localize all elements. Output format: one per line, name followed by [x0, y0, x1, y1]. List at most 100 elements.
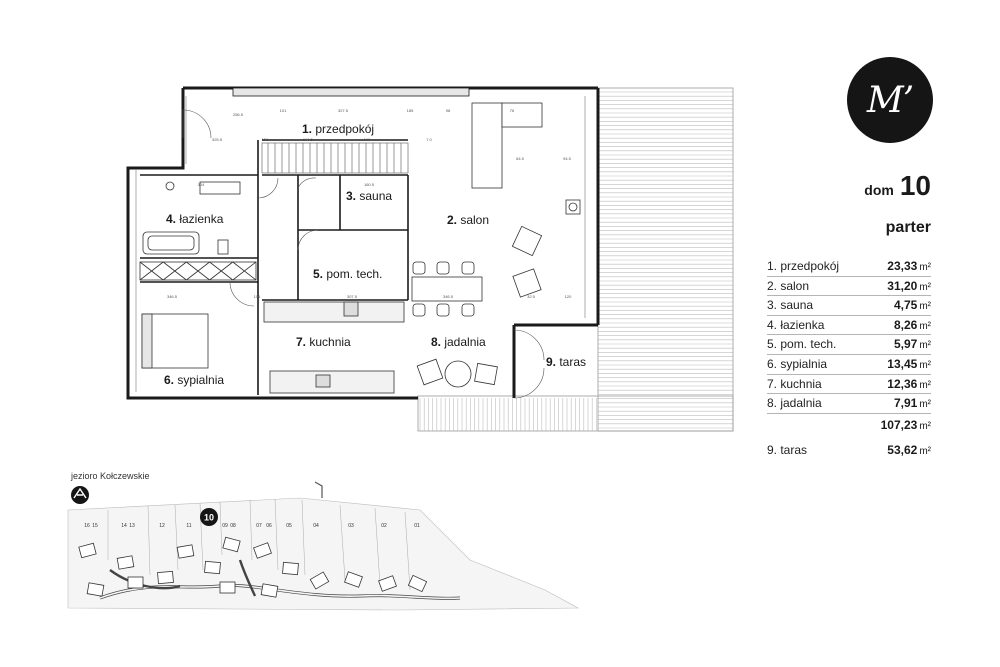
- dimension-label: 101: [254, 294, 261, 299]
- area-unit: m²: [919, 301, 931, 313]
- dimension-label: 327.5: [338, 108, 349, 113]
- lot-number: 03: [348, 523, 354, 529]
- shower: [165, 181, 175, 191]
- dimension-label: 32.5: [527, 294, 536, 299]
- toilet: [217, 239, 229, 255]
- room-label: 7. kuchnia: [296, 335, 351, 349]
- interior-walls: [140, 139, 409, 395]
- room-label: 5. pom. tech.: [313, 267, 382, 281]
- terrace-deck: [419, 91, 733, 431]
- room-label: 4. łazienka: [166, 212, 224, 226]
- house-label: dom: [864, 182, 894, 198]
- area-unit: m²: [919, 399, 931, 411]
- room-label: 6. sypialnia: [164, 373, 224, 387]
- lot-number: 06: [266, 523, 272, 529]
- area-unit: m²: [919, 340, 931, 352]
- dimension-label: 346.5: [167, 294, 178, 299]
- dimension-label: 160: [364, 137, 371, 142]
- site-house: [204, 560, 221, 575]
- room-name: 7. kuchnia: [767, 376, 822, 391]
- area-unit: m²: [919, 320, 931, 332]
- dimension-label: 156: [262, 137, 269, 142]
- room-name: 3. sauna: [767, 298, 814, 313]
- dimension-label: 7.0: [426, 137, 432, 142]
- site-house: [116, 555, 135, 570]
- site-house: [86, 582, 105, 597]
- brand-logo: M’: [847, 57, 933, 143]
- house-heading: dom 10: [864, 170, 931, 202]
- dimension-label: 304: [198, 182, 205, 187]
- logo-text: M’: [866, 79, 914, 121]
- lake-label: jezioro Kołczewskie: [71, 471, 150, 481]
- dimension-label: 94.5: [563, 156, 572, 161]
- site-house: [282, 561, 299, 576]
- room-name: 2. salon: [767, 278, 810, 293]
- lot-number: 02: [381, 523, 387, 529]
- dimension-label: 98: [446, 108, 451, 113]
- dimension-label: 325.5: [212, 137, 223, 142]
- room-name: 1. przedpokój: [767, 259, 840, 273]
- lot-number: 08: [230, 523, 236, 529]
- site-house: [378, 575, 397, 592]
- armchair: [511, 225, 543, 257]
- lot-number: 16: [84, 523, 90, 529]
- dimension-label: 64.5: [516, 156, 525, 161]
- kitchen-counter: [263, 301, 405, 323]
- room-name: 8. jadalnia: [767, 396, 822, 411]
- site-house: [222, 536, 241, 553]
- area-unit: m²: [919, 359, 931, 371]
- lot-number: 05: [286, 523, 292, 529]
- site-house: [219, 581, 236, 594]
- room-name: 4. łazienka: [767, 317, 825, 332]
- lot-number: 15: [92, 523, 98, 529]
- room-label: 2. salon: [447, 213, 489, 227]
- room-label: 8. jadalnia: [431, 335, 486, 349]
- dimension-label: 120: [565, 294, 572, 299]
- stairs: [261, 142, 409, 174]
- site-house: [309, 571, 330, 590]
- dimension-label: 101: [280, 108, 287, 113]
- site-house: [127, 576, 144, 589]
- deck-outline-right: [597, 87, 734, 432]
- lot-number: 04: [313, 523, 319, 529]
- floor-name: parter: [885, 219, 931, 236]
- room-label: 3. sauna: [346, 189, 392, 203]
- site-house: [78, 542, 97, 559]
- lot-number: 09: [222, 523, 228, 529]
- area-unit: m²: [919, 379, 931, 391]
- svg-text:10: 10: [204, 513, 214, 523]
- room-label: 9. taras: [546, 355, 586, 369]
- highlight-lot-marker: 10: [200, 508, 218, 526]
- room-name: 6. sypialnia: [767, 356, 828, 371]
- lot-number: 07: [256, 523, 262, 529]
- fixtures: [139, 102, 581, 394]
- room-name: 5. pom. tech.: [767, 337, 837, 352]
- sofa: [471, 102, 503, 189]
- lot-number: 14: [121, 523, 127, 529]
- round-table: [444, 360, 472, 388]
- bed: [141, 313, 209, 369]
- dining-table: [411, 276, 483, 302]
- site-house: [344, 571, 363, 588]
- lot-number: 13: [129, 523, 135, 529]
- site-house: [176, 544, 195, 559]
- area-unit: m²: [919, 262, 931, 273]
